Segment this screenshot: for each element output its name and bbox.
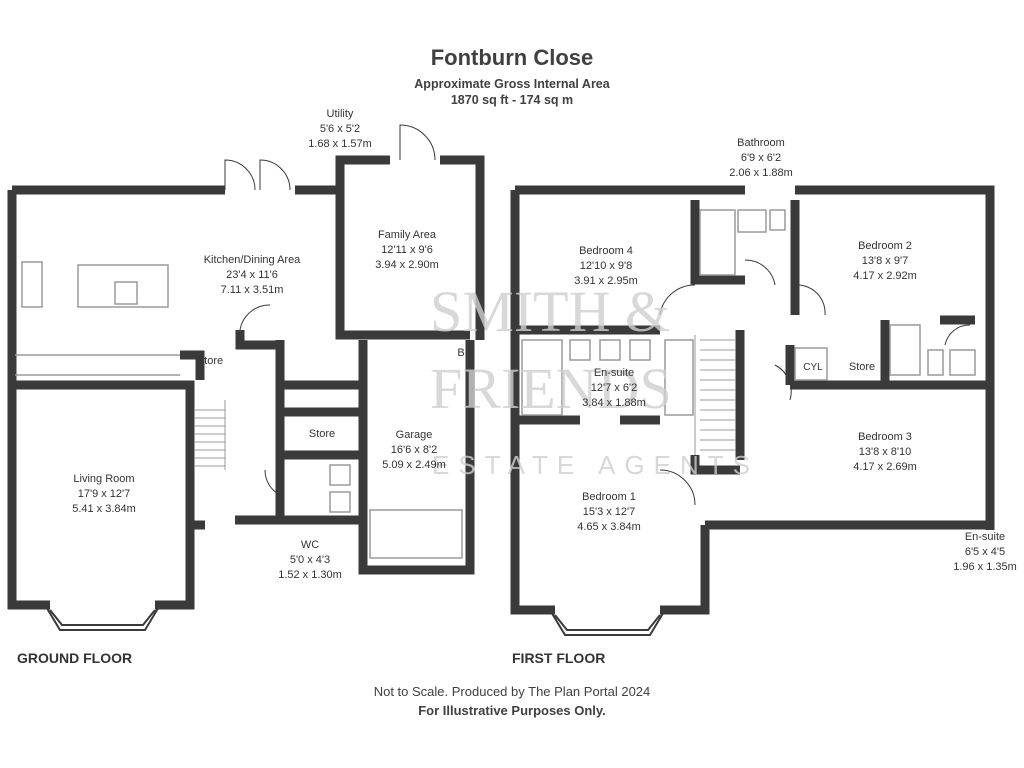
room-imperial: 13'8 x 9'7 bbox=[861, 255, 909, 267]
room-metric: 1.96 x 1.35m bbox=[953, 561, 1017, 573]
room-name: Utility bbox=[326, 108, 354, 120]
room-name: Store bbox=[848, 361, 876, 373]
room-metric: 7.11 x 3.51m bbox=[220, 284, 284, 296]
ground-floor-walls bbox=[7, 155, 485, 610]
room-bedroom1: Bedroom 1 15'3 x 12'7 4.65 x 3.84m bbox=[577, 490, 641, 535]
door-swings bbox=[224, 124, 971, 506]
room-imperial: 17'9 x 12'7 bbox=[77, 488, 131, 500]
room-name: Family Area bbox=[377, 229, 437, 241]
room-metric: 5.09 x 2.49m bbox=[382, 459, 446, 471]
room-imperial: 12'11 x 9'6 bbox=[381, 244, 433, 256]
room-imperial: 12'10 x 9'8 bbox=[579, 260, 633, 272]
room-bedroom2: Bedroom 2 13'8 x 9'7 4.17 x 2.92m bbox=[853, 239, 917, 284]
room-metric: 4.17 x 2.92m bbox=[853, 270, 917, 282]
room-name: Garage bbox=[395, 429, 433, 441]
room-metric: 4.65 x 3.84m bbox=[577, 521, 641, 533]
footer-note: Not to Scale. Produced by The Plan Porta… bbox=[373, 684, 651, 699]
first-floor-walls bbox=[510, 185, 995, 615]
room-name: En-suite bbox=[593, 367, 635, 379]
room-metric: 5.41 x 3.84m bbox=[72, 503, 136, 515]
bedroom1-bay-window bbox=[549, 609, 666, 636]
room-cyl: CYL bbox=[803, 360, 822, 375]
room-boiler: B bbox=[457, 346, 464, 361]
room-name: WC bbox=[300, 539, 320, 551]
bathroom-fixtures bbox=[329, 209, 976, 513]
area-value: 1870 sq ft - 174 sq m bbox=[450, 93, 574, 107]
room-imperial: 5'6 x 5'2 bbox=[319, 123, 361, 135]
living-bay-window bbox=[44, 604, 161, 631]
room-name: Bathroom bbox=[737, 137, 785, 149]
room-kitchen: Kitchen/Dining Area 23'4 x 11'6 7.11 x 3… bbox=[204, 253, 301, 298]
watermark-line1: SMITH & bbox=[430, 279, 671, 344]
ground-floor-label: GROUND FLOOR bbox=[17, 650, 133, 666]
kitchen-fixtures bbox=[15, 261, 180, 376]
room-imperial: 5'0 x 4'3 bbox=[289, 554, 331, 566]
room-name: B bbox=[457, 347, 465, 359]
room-store-g1: Store bbox=[197, 354, 223, 369]
watermark-line3: ESTATE AGENTS bbox=[432, 450, 759, 480]
room-family: Family Area 12'11 x 9'6 3.94 x 2.90m bbox=[375, 228, 439, 273]
stairs bbox=[195, 335, 735, 470]
room-bathroom: Bathroom 6'9 x 6'2 2.06 x 1.88m bbox=[729, 136, 793, 181]
room-bedroom4: Bedroom 4 12'10 x 9'8 3.91 x 2.95m bbox=[574, 244, 638, 289]
room-metric: 3.91 x 2.95m bbox=[574, 275, 638, 287]
room-utility: Utility 5'6 x 5'2 1.68 x 1.57m bbox=[308, 107, 372, 152]
area-label: Approximate Gross Internal Area bbox=[414, 77, 610, 91]
room-store-g2: Store bbox=[309, 427, 335, 442]
room-metric: 3.94 x 2.90m bbox=[375, 259, 439, 271]
room-name: Store bbox=[196, 355, 224, 367]
room-imperial: 13'8 x 8'10 bbox=[858, 446, 912, 458]
room-metric: 1.68 x 1.57m bbox=[308, 138, 372, 150]
room-imperial: 6'9 x 6'2 bbox=[740, 152, 782, 164]
room-name: Store bbox=[308, 428, 336, 440]
first-floor-label: FIRST FLOOR bbox=[512, 650, 606, 666]
room-name: Living Room bbox=[73, 473, 135, 485]
room-ensuite2: En-suite 6'5 x 4'5 1.96 x 1.35m bbox=[953, 530, 1017, 575]
room-name: En-suite bbox=[964, 531, 1006, 543]
room-name: Kitchen/Dining Area bbox=[203, 254, 301, 266]
room-imperial: 16'6 x 8'2 bbox=[390, 444, 438, 456]
room-metric: 4.17 x 2.69m bbox=[853, 461, 917, 473]
footer-disclaimer: For Illustrative Purposes Only. bbox=[418, 703, 606, 718]
room-imperial: 23'4 x 11'6 bbox=[226, 269, 278, 281]
room-wc: WC 5'0 x 4'3 1.52 x 1.30m bbox=[278, 538, 342, 583]
room-name: Bedroom 2 bbox=[858, 240, 912, 252]
room-imperial: 6'5 x 4'5 bbox=[964, 546, 1006, 558]
garage-door bbox=[369, 509, 463, 559]
room-name: Bedroom 4 bbox=[579, 245, 633, 257]
room-living: Living Room 17'9 x 12'7 5.41 x 3.84m bbox=[72, 472, 136, 517]
room-metric: 2.06 x 1.88m bbox=[729, 167, 793, 179]
room-name: CYL bbox=[803, 362, 823, 373]
room-ensuite1: En-suite 12'7 x 6'2 3.84 x 1.88m bbox=[582, 366, 646, 411]
room-store-f: Store bbox=[849, 360, 875, 375]
page-title: Fontburn Close bbox=[430, 45, 594, 70]
room-bedroom3: Bedroom 3 13'8 x 8'10 4.17 x 2.69m bbox=[853, 430, 917, 475]
room-imperial: 15'3 x 12'7 bbox=[582, 506, 636, 518]
room-name: Bedroom 1 bbox=[582, 491, 636, 503]
watermark-line2: FRIENDS bbox=[430, 356, 672, 421]
room-name: Bedroom 3 bbox=[858, 431, 912, 443]
room-garage: Garage 16'6 x 8'2 5.09 x 2.49m bbox=[382, 428, 446, 473]
room-metric: 3.84 x 1.88m bbox=[582, 397, 646, 409]
room-metric: 1.52 x 1.30m bbox=[278, 569, 342, 581]
room-imperial: 12'7 x 6'2 bbox=[590, 382, 638, 394]
